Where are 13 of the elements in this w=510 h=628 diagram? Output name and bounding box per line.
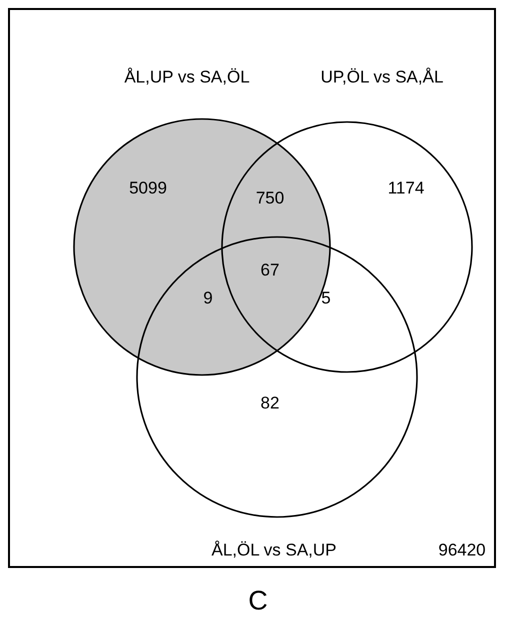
frame-box	[8, 8, 496, 568]
set-label: ÅL,UP vs SA,ÖL	[124, 68, 250, 86]
region-count: 67	[260, 262, 280, 278]
region-count: 5099	[129, 180, 167, 196]
set-label: UP,ÖL vs SA,ÅL	[320, 68, 444, 86]
panel-letter: C	[248, 588, 268, 614]
total-count: 96420	[438, 542, 486, 558]
region-count: 750	[256, 190, 284, 206]
region-count: 82	[260, 394, 280, 412]
region-count: 5	[321, 290, 331, 306]
region-count: 9	[203, 290, 213, 306]
region-count: 1174	[388, 180, 424, 196]
set-label: ÅL,ÖL vs SA,UP	[211, 542, 337, 558]
